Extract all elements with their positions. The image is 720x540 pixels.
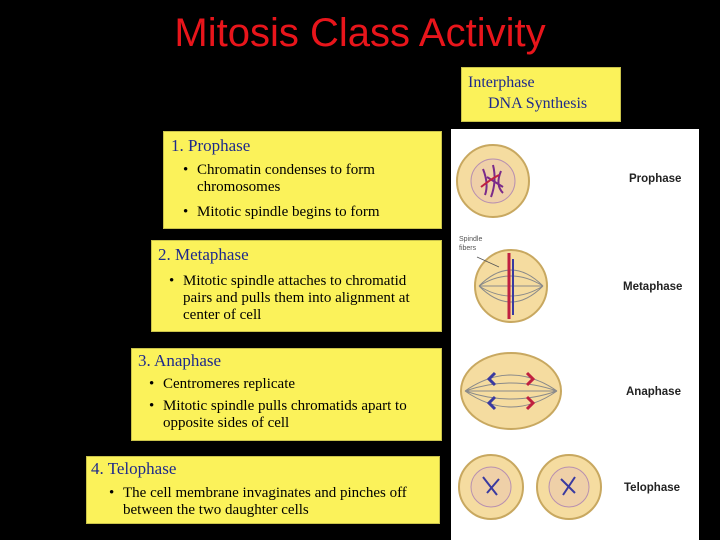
- anaphase-bullets: Centromeres replicate Mitotic spindle pu…: [149, 376, 441, 432]
- anaphase-box: 3. Anaphase Centromeres replicate Mitoti…: [131, 348, 442, 441]
- figure-label-prophase: Prophase: [629, 173, 681, 185]
- prophase-cell-illustration: [456, 144, 530, 218]
- bullet-item: Chromatin condenses to form chromosomes: [183, 162, 387, 196]
- interphase-heading: Interphase: [468, 74, 535, 91]
- metaphase-cell-illustration: [474, 249, 548, 323]
- metaphase-box: 2. Metaphase Mitotic spindle attaches to…: [151, 240, 442, 332]
- anaphase-heading: 3. Anaphase: [138, 351, 222, 370]
- slide-title: Mitosis Class Activity: [174, 11, 546, 55]
- telophase-box: 4. Telophase The cell membrane invaginat…: [86, 456, 440, 524]
- prophase-bullets: Chromatin condenses to form chromosomes …: [183, 162, 441, 221]
- telophase-cell-illustration: [458, 454, 602, 520]
- bullet-item: The cell membrane invaginates and pinche…: [109, 485, 445, 519]
- figure-label-anaphase: Anaphase: [626, 386, 681, 398]
- metaphase-heading: 2. Metaphase: [158, 245, 249, 264]
- spindle-label-line1: Spindle: [459, 236, 482, 243]
- mitosis-diagram: Prophase Spindle fibers Metaphase Anapha…: [451, 129, 699, 540]
- figure-label-telophase: Telophase: [624, 482, 680, 494]
- interphase-subheading: DNA Synthesis: [488, 95, 588, 112]
- prophase-heading: 1. Prophase: [171, 136, 251, 155]
- metaphase-bullets: Mitotic spindle attaches to chromatid pa…: [169, 273, 441, 324]
- prophase-box: 1. Prophase Chromatin condenses to form …: [163, 131, 442, 229]
- telophase-heading: 4. Telophase: [91, 459, 177, 478]
- bullet-item: Centromeres replicate: [149, 376, 441, 393]
- bullet-item: Mitotic spindle pulls chromatids apart t…: [149, 398, 413, 432]
- spindle-label-line2: fibers: [459, 245, 477, 252]
- bullet-item: Mitotic spindle attaches to chromatid pa…: [169, 273, 423, 324]
- anaphase-cell-illustration: [460, 352, 562, 430]
- interphase-box: Interphase DNA Synthesis: [461, 67, 621, 122]
- bullet-item: Mitotic spindle begins to form: [183, 204, 441, 221]
- figure-label-metaphase: Metaphase: [623, 281, 682, 293]
- telophase-bullets: The cell membrane invaginates and pinche…: [109, 485, 439, 519]
